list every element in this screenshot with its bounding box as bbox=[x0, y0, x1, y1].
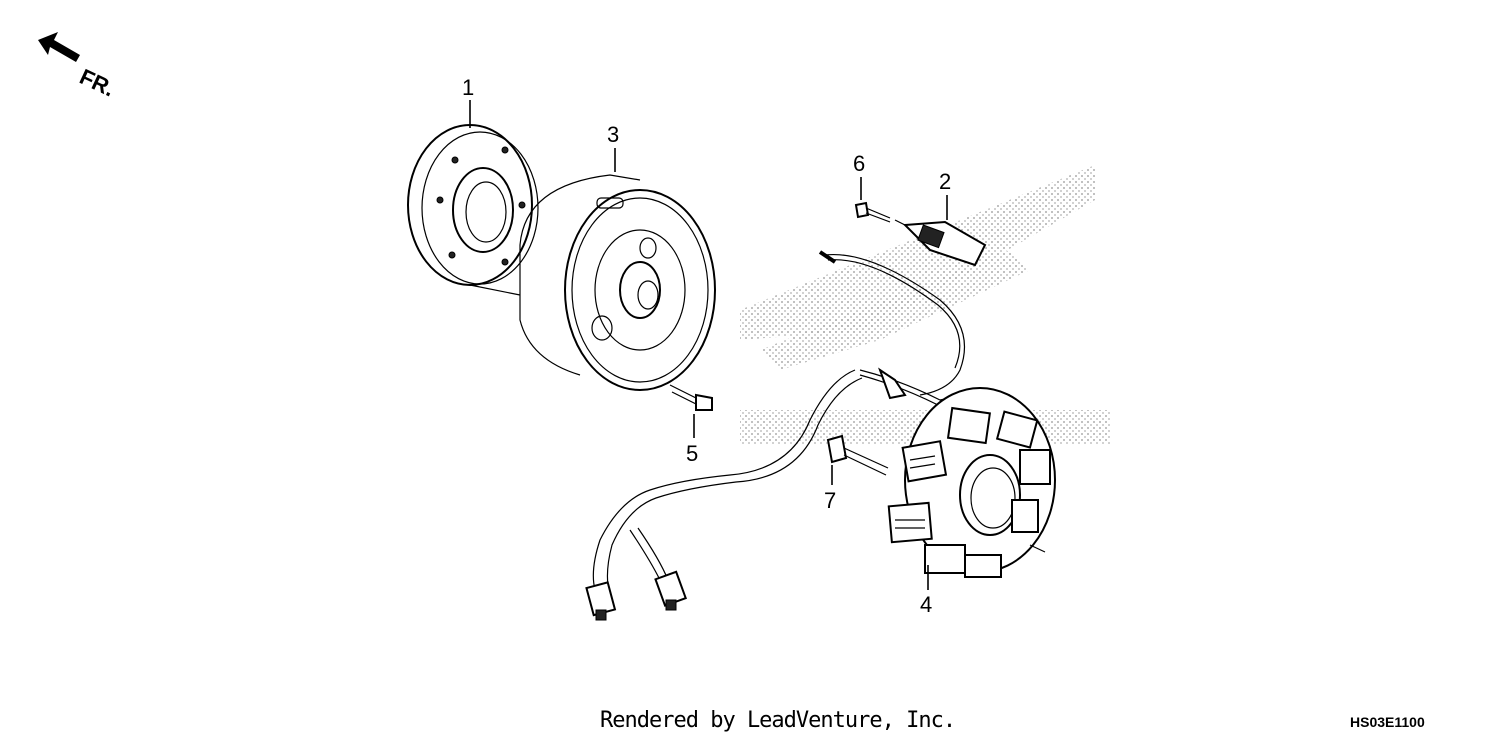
wiring-harness bbox=[585, 250, 1011, 621]
callout-6: 6 bbox=[853, 151, 865, 176]
part-5-bolt bbox=[669, 384, 713, 411]
diagram-code: HS03E1100 bbox=[1350, 714, 1425, 730]
footer-credit: Rendered by LeadVenture, Inc. bbox=[600, 708, 956, 733]
callout-2: 2 bbox=[939, 169, 951, 194]
part-2-pulser-sensor bbox=[894, 219, 987, 267]
part-3-flywheel bbox=[519, 174, 716, 391]
watermark-pattern bbox=[740, 165, 1110, 445]
callout-4: 4 bbox=[920, 592, 932, 617]
callout-7: 7 bbox=[824, 488, 836, 513]
part-1-flywheel-ring bbox=[407, 124, 539, 286]
front-direction-arrow: FR. bbox=[38, 32, 119, 102]
part-6-bolt bbox=[854, 201, 891, 223]
part-7-bolt bbox=[826, 434, 889, 476]
part-4-stator bbox=[887, 387, 1056, 578]
callout-5: 5 bbox=[686, 441, 698, 466]
callout-1: 1 bbox=[462, 75, 474, 100]
front-direction-label: FR. bbox=[76, 64, 119, 102]
callout-3: 3 bbox=[607, 122, 619, 147]
